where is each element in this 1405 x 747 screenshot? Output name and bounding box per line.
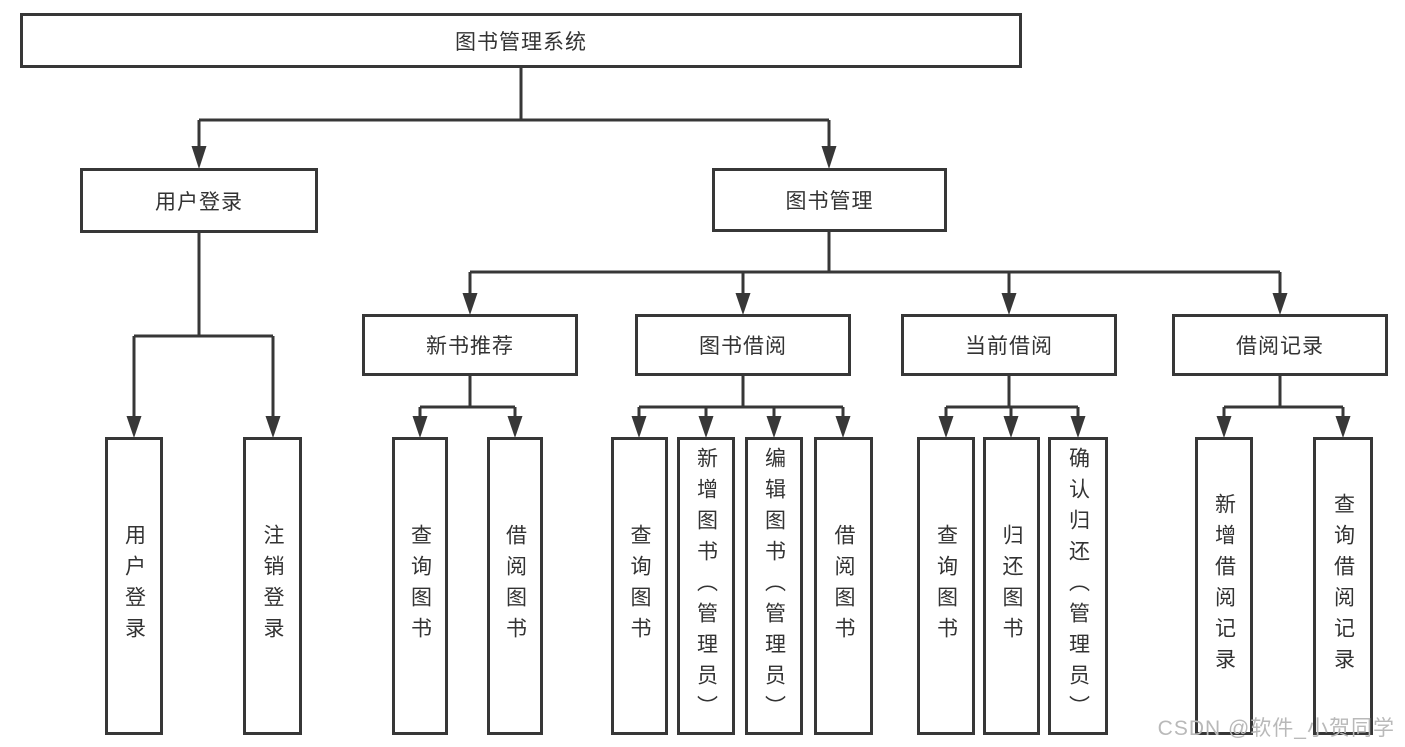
node-br-add-record: 新增借阅记录 [1195, 437, 1253, 735]
csdn-watermark: CSDN @软件_小贺同学 [1157, 717, 1395, 740]
node-nbr-query-books: 查询图书 [392, 437, 448, 735]
leaf-label: 确认归还（管理员） [1066, 446, 1090, 726]
connector-borrowing-records-arrowheads [1216, 416, 1351, 438]
leaf-label: 新增图书（管理员） [694, 446, 718, 726]
node-book-borrowing: 图书借阅 [635, 314, 851, 376]
leaf-label: 查询图书 [628, 524, 651, 648]
leaf-label: 查询图书 [934, 524, 958, 648]
connector-book-borrowing [637, 376, 845, 417]
connector-user-login-arrowheads [126, 416, 281, 438]
node-bb-edit-book-admin: 编辑图书（管理员） [745, 437, 803, 735]
node-bb-add-book-admin: 新增图书（管理员） [677, 437, 735, 735]
connector-user-login [132, 233, 275, 417]
connector-new-book-recommend-arrowheads [412, 416, 523, 438]
leaf-label: 查询借阅记录 [1331, 493, 1355, 679]
leaf-label: 借阅图书 [832, 524, 855, 648]
leaf-label: 借阅图书 [503, 524, 527, 648]
node-current-borrowing: 当前借阅 [901, 314, 1117, 376]
leaf-label: 查询图书 [408, 524, 432, 648]
leaf-label: 编辑图书（管理员） [762, 446, 786, 726]
node-new-book-recommend-label: 新书推荐 [426, 335, 514, 358]
node-root-label: 图书管理系统 [455, 30, 587, 54]
node-book-management-label: 图书管理 [785, 190, 874, 213]
node-cb-return-books: 归还图书 [983, 437, 1040, 735]
node-br-query-record: 查询借阅记录 [1313, 437, 1373, 735]
connector-current-borrowing [944, 376, 1080, 417]
node-current-borrowing-label: 当前借阅 [965, 335, 1053, 358]
node-book-management: 图书管理 [712, 168, 947, 232]
leaf-label: 用户登录 [122, 524, 146, 648]
connector-root-arrowheads [191, 146, 837, 169]
connector-book-management-arrowheads [462, 293, 1288, 315]
connector-borrowing-records [1222, 376, 1345, 417]
node-user-login: 用户登录 [80, 168, 318, 233]
leaf-label: 归还图书 [1000, 524, 1023, 648]
connector-current-borrowing-arrowheads [938, 416, 1086, 438]
connector-book-borrowing-arrowheads [631, 416, 851, 438]
node-bb-borrow-books: 借阅图书 [814, 437, 873, 735]
node-bb-query-books: 查询图书 [611, 437, 668, 735]
node-logout: 注销登录 [243, 437, 302, 735]
node-cb-confirm-return-admin: 确认归还（管理员） [1048, 437, 1108, 735]
node-nbr-borrow-books: 借阅图书 [487, 437, 543, 735]
node-borrowing-records: 借阅记录 [1172, 314, 1388, 376]
node-user-login-label: 用户登录 [155, 190, 243, 214]
leaf-label: 新增借阅记录 [1212, 493, 1236, 679]
leaf-label: 注销登录 [261, 524, 284, 648]
connector-new-book-recommend [418, 376, 517, 417]
node-borrowing-records-label: 借阅记录 [1236, 335, 1324, 358]
connector-book-management [468, 232, 1282, 294]
node-book-borrowing-label: 图书借阅 [699, 335, 787, 358]
node-new-book-recommend: 新书推荐 [362, 314, 578, 376]
connector-root [197, 68, 831, 148]
node-user-login-action: 用户登录 [105, 437, 163, 735]
node-root: 图书管理系统 [20, 13, 1022, 68]
node-cb-query-books: 查询图书 [917, 437, 975, 735]
